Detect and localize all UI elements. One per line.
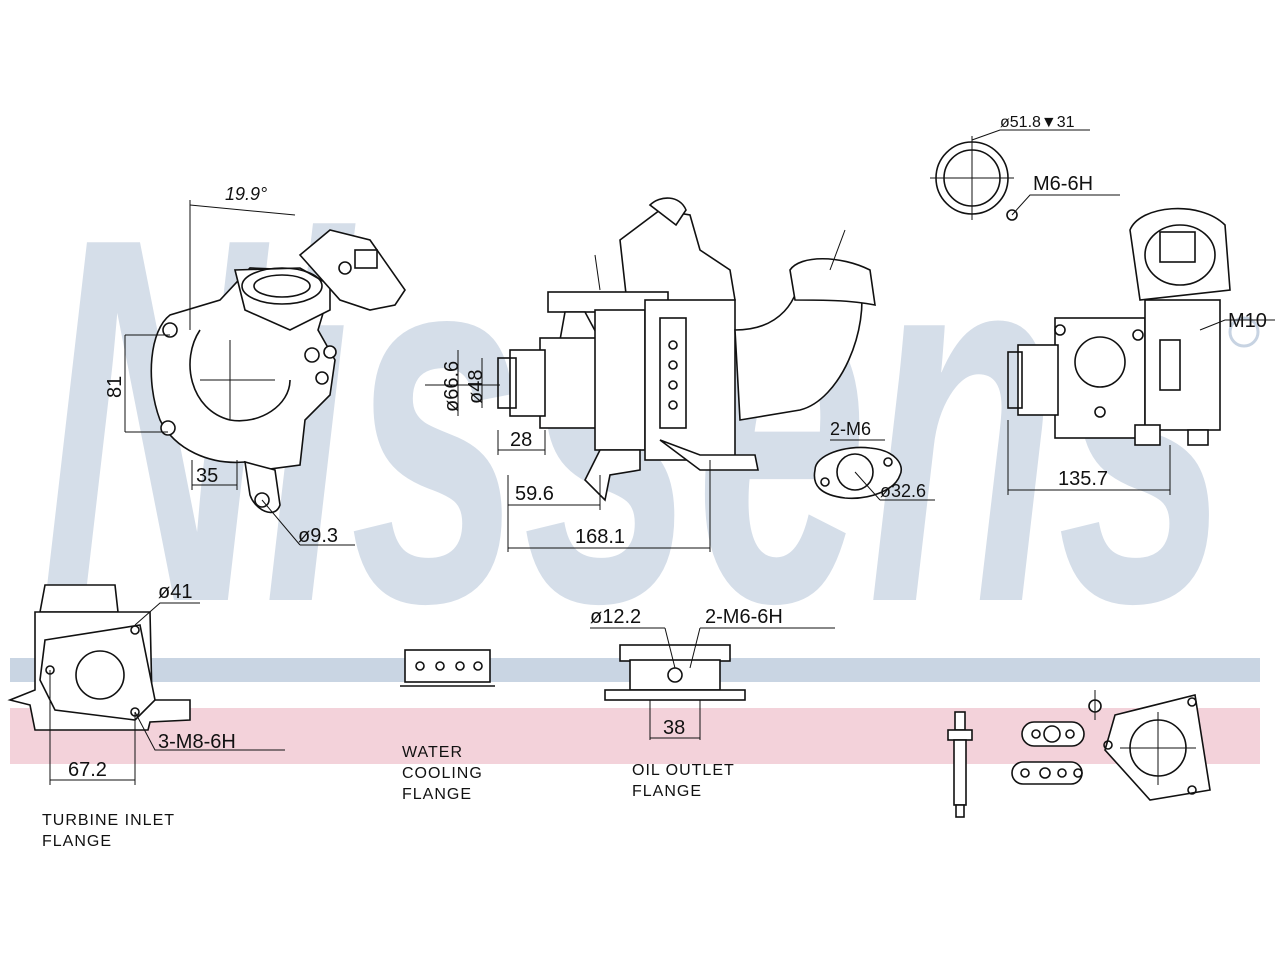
- label-turbine-inlet-1: TURBINE INLET: [42, 812, 175, 829]
- dim-len-135-7: 135.7: [1058, 468, 1108, 490]
- dim-dia-48: ø48: [465, 370, 487, 404]
- label-turbine-inlet-2: FLANGE: [42, 833, 112, 850]
- bolt-part: [947, 711, 973, 818]
- inlet-detail-circle: ø51.8▼31 M6-6H: [930, 114, 1120, 221]
- dim-len-67-2: 67.2: [68, 759, 107, 781]
- oil-outlet-flange: 38 ø12.2 2-M6-6H OIL OUTLET FLANGE: [590, 606, 835, 800]
- dim-width-35: 35: [196, 465, 218, 487]
- dim-angle: 19.9°: [225, 184, 267, 204]
- dim-dia-51-8: ø51.8▼31: [1000, 114, 1075, 131]
- dim-dia-32-6: ø32.6: [880, 481, 926, 501]
- gasket-3-hole: [1011, 761, 1083, 785]
- dim-dia-12-2: ø12.2: [590, 606, 641, 628]
- dim-len-28: 28: [510, 429, 532, 451]
- dim-m10: M10: [1228, 310, 1267, 332]
- label-water-2: COOLING: [402, 765, 483, 782]
- label-water-1: WATER: [402, 744, 463, 761]
- dim-2-m6-6h: 2-M6-6H: [705, 606, 783, 628]
- dim-len-168-1: 168.1: [575, 526, 625, 548]
- gasket-triangular: [1088, 690, 1211, 801]
- dim-hole-9-3: ø9.3: [298, 525, 338, 547]
- dim-height-81: 81: [104, 376, 126, 398]
- turbine-side-view: 19.9° 81 35 ø9.3: [104, 184, 406, 547]
- gasket-2-hole: [1021, 721, 1085, 747]
- dim-3-m8-6h: 3-M8-6H: [158, 731, 236, 753]
- turbo-front-view: ø66.6 ø48 28 59.6 168.1: [425, 197, 876, 552]
- dim-2-m6: 2-M6: [830, 419, 871, 439]
- label-water-3: FLANGE: [402, 786, 472, 803]
- dim-len-38: 38: [663, 717, 685, 739]
- dim-dia-41: ø41: [158, 581, 192, 603]
- turbo-right-view: M10 135.7: [1007, 207, 1275, 495]
- dim-len-59-6: 59.6: [515, 483, 554, 505]
- label-oil-1: OIL OUTLET: [632, 762, 735, 779]
- compressor-outlet-flange: 2-M6 ø32.6: [813, 419, 935, 501]
- dim-dia-66-6: ø66.6: [441, 361, 463, 412]
- label-oil-2: FLANGE: [632, 783, 702, 800]
- registered-mark-icon: [1228, 316, 1260, 348]
- dim-m6-6h: M6-6H: [1033, 173, 1093, 195]
- water-cooling-flange: WATER COOLING FLANGE: [400, 649, 495, 803]
- turbine-inlet-flange: 67.2 ø41 3-M8-6H TURBINE INLET FLANGE: [7, 581, 285, 850]
